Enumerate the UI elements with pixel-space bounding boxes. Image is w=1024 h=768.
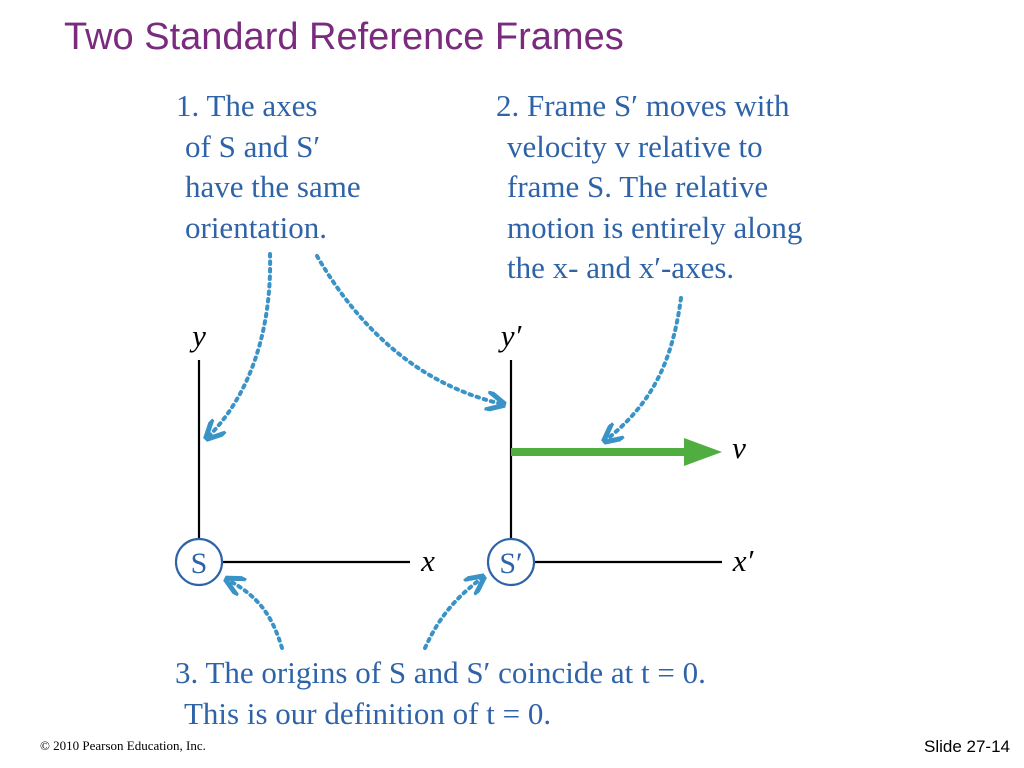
note-line: have the same xyxy=(185,169,361,204)
frame-s: S y x xyxy=(174,318,435,587)
velocity-arrow-head xyxy=(684,438,722,466)
note-line: the x- and x′-axes. xyxy=(507,250,735,285)
frame-s-y-label: y xyxy=(189,318,206,353)
note-line: 1. The axes xyxy=(176,88,318,123)
note-line: velocity v relative to xyxy=(507,128,763,164)
note-line: 3. The origins of S and S′ coincide at t… xyxy=(175,655,706,690)
dotted-arrow-to-s-y-axis xyxy=(208,252,273,437)
note-line: 2. Frame S′ moves with xyxy=(496,88,790,123)
note-same-orientation: 1. The axes of S and S′ have the same or… xyxy=(176,86,361,248)
frame-s-x-label: x xyxy=(420,543,435,578)
note-relative-velocity: 2. Frame S′ moves with velocity v relati… xyxy=(496,86,802,289)
frame-s-origin-circle xyxy=(174,537,224,587)
frame-s-origin-label: S xyxy=(191,547,208,580)
dotted-arrow-to-velocity xyxy=(606,296,683,440)
slide-number: Slide 27-14 xyxy=(923,737,1010,756)
note-line: frame S. The relative xyxy=(507,169,769,204)
frame-s-prime: S′ y′ x′ xyxy=(486,318,755,587)
note-line: motion is entirely along xyxy=(507,209,803,245)
note-line: This is our definition of t = 0. xyxy=(184,695,552,731)
note-origins-coincide: 3. The origins of S and S′ coincide at t… xyxy=(175,653,706,734)
slide-title: Two Standard Reference Frames xyxy=(64,16,624,58)
frame-s-prime-origin-circle xyxy=(486,537,536,587)
note-line: orientation. xyxy=(185,209,328,245)
dotted-arrow-to-s-prime-y-axis xyxy=(315,254,502,404)
copyright-notice: © 2010 Pearson Education, Inc. xyxy=(40,738,206,753)
velocity-label: v xyxy=(732,430,746,465)
velocity-arrow: v xyxy=(511,430,746,466)
frame-s-prime-x-label: x′ xyxy=(732,543,755,578)
frame-s-prime-origin-label: S′ xyxy=(499,547,522,580)
frame-s-prime-y-label: y′ xyxy=(498,318,523,353)
dotted-arrow-to-s-prime-origin xyxy=(423,578,482,650)
dotted-arrow-to-s-origin xyxy=(228,580,284,650)
note-line: of S and S′ xyxy=(185,128,321,164)
